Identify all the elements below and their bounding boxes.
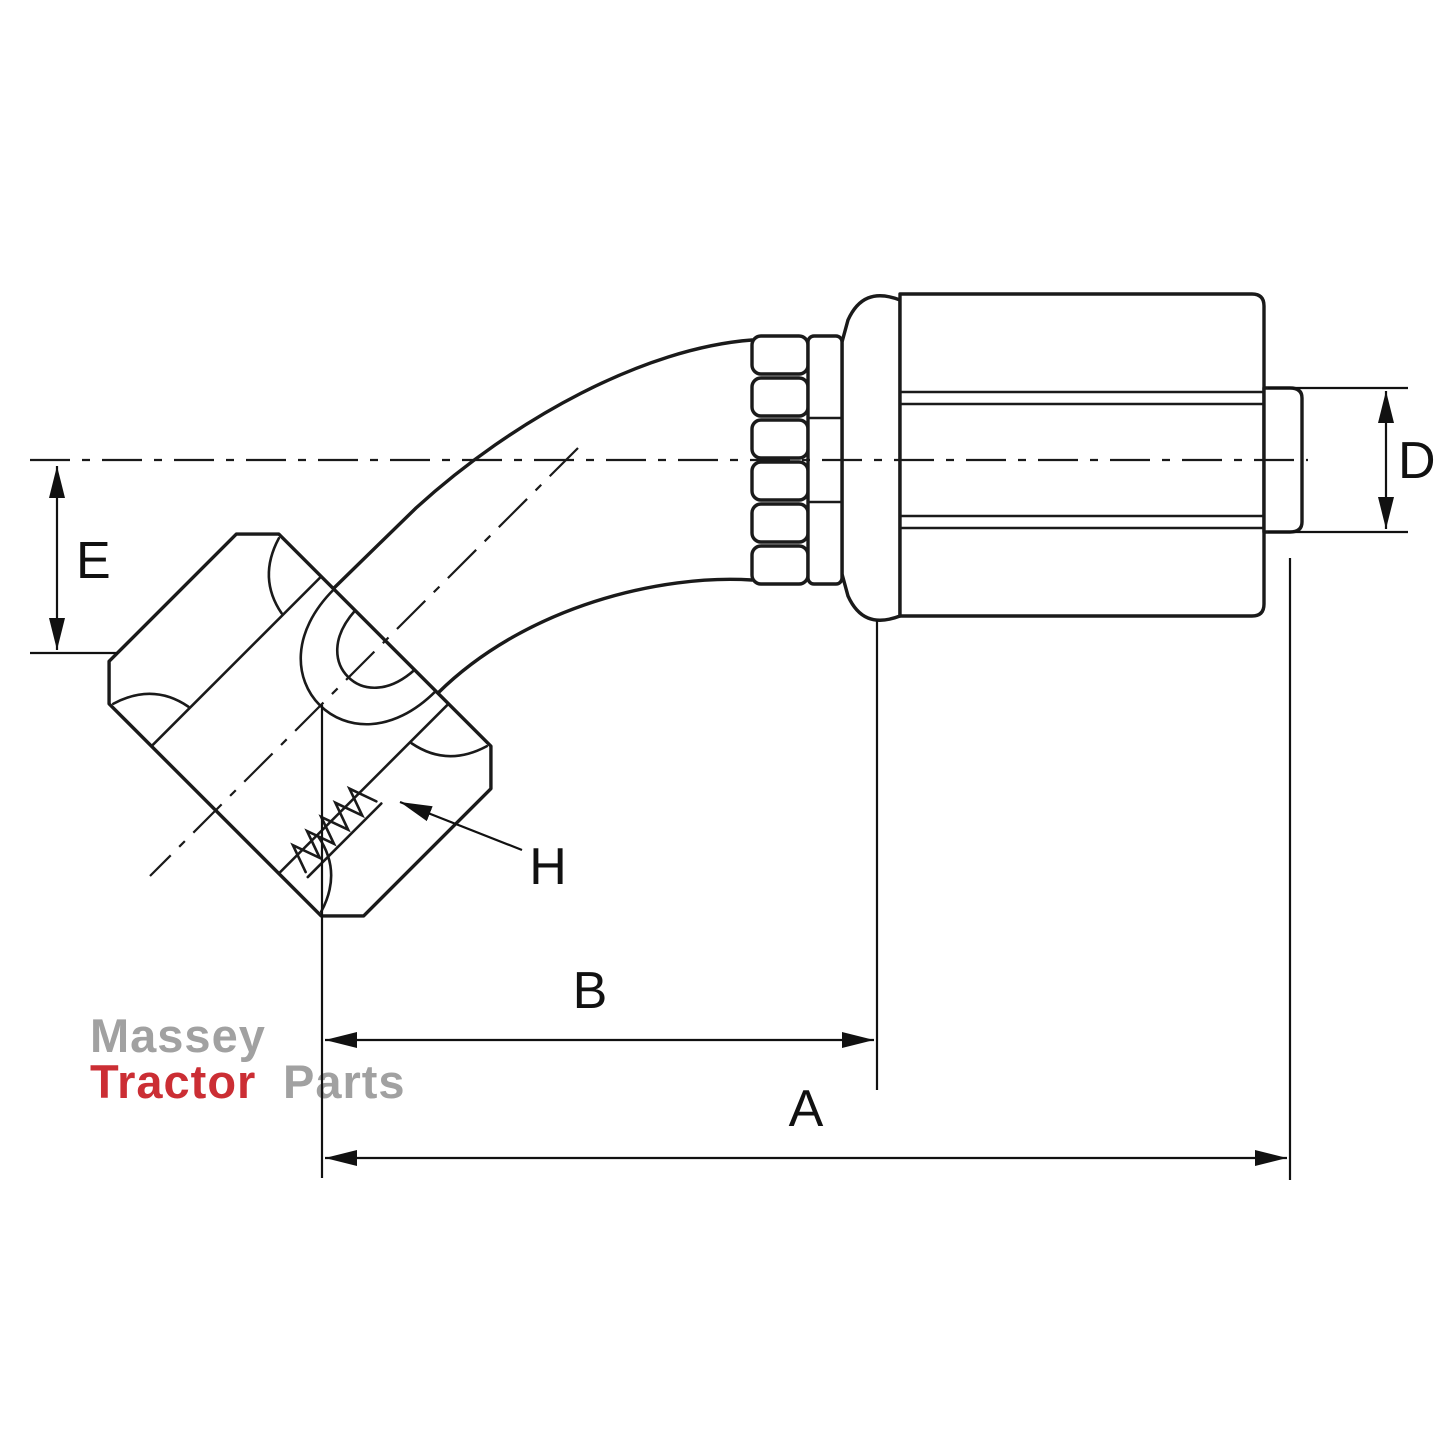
h-leader-arrow xyxy=(399,800,523,852)
dim-label-a: A xyxy=(789,1080,824,1138)
watermark-massey: Massey xyxy=(90,1009,266,1062)
dimension-h: H xyxy=(399,800,567,896)
female-thread-root-line xyxy=(306,802,383,879)
hose-ferrule xyxy=(750,292,1304,622)
watermark-tractor: Tractor xyxy=(90,1055,256,1108)
crimp-band xyxy=(750,418,810,460)
dim-label-b: B xyxy=(573,962,608,1020)
nut-flat-line-top xyxy=(150,575,323,748)
diagonal-centerline xyxy=(149,447,579,877)
nut-chamfer-arc xyxy=(267,537,283,615)
crimp-band xyxy=(750,376,810,418)
dim-label-h: H xyxy=(529,838,567,896)
crimp-band xyxy=(750,334,810,376)
dimension-a: A xyxy=(325,558,1292,1180)
centerlines xyxy=(30,447,1308,877)
nut-flat-line-bottom xyxy=(277,702,450,875)
watermark-parts: Parts xyxy=(283,1055,406,1108)
dimension-d: D xyxy=(1268,386,1436,534)
elbow-tube xyxy=(331,338,754,695)
ferrule-collar xyxy=(840,294,902,622)
watermark: Massey Tractor Parts xyxy=(90,1009,406,1108)
dim-label-e: E xyxy=(76,532,111,590)
elbow-inner-curve xyxy=(436,577,754,695)
dimension-e: E xyxy=(30,466,118,655)
nut-chamfer-arc xyxy=(112,692,190,708)
crimp-band xyxy=(750,502,810,544)
dim-label-d: D xyxy=(1398,432,1436,490)
dimension-b: B xyxy=(320,620,879,1178)
ferrule-shell xyxy=(898,292,1266,618)
crimp-band xyxy=(750,460,810,502)
crimp-band xyxy=(750,544,810,586)
nut-chamfer-arc xyxy=(410,742,488,758)
elbow-outer-curve xyxy=(331,338,754,591)
